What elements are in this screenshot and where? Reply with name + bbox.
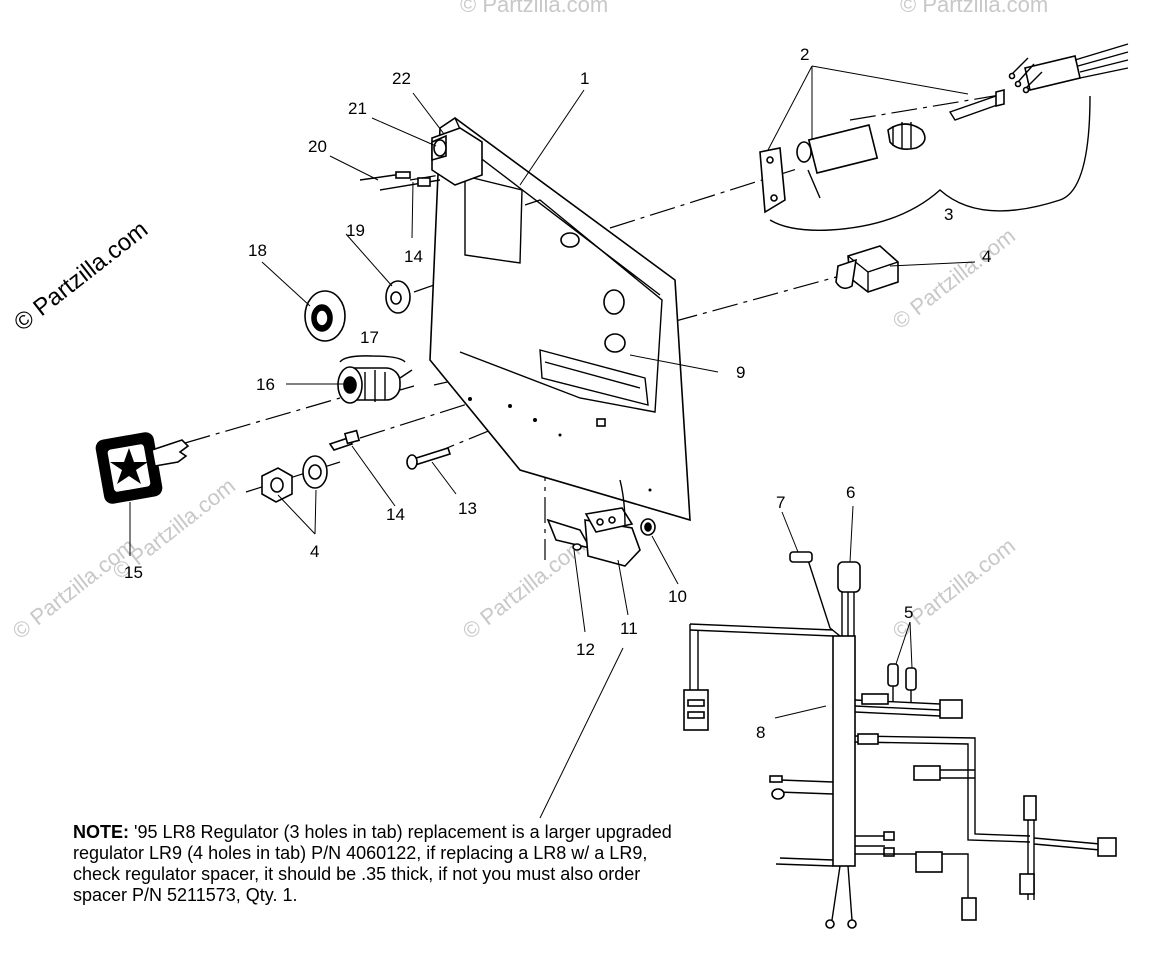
callout-9: 9 — [736, 363, 745, 382]
watermark-text: © Partzilla.com — [900, 0, 1048, 17]
callout-16: 16 — [256, 375, 275, 394]
callout-12: 12 — [576, 640, 595, 659]
leader-lines — [129, 65, 976, 819]
callout-18: 18 — [248, 241, 267, 260]
wiring-harness — [683, 551, 1117, 929]
callout-14: 14 — [386, 505, 405, 524]
callout-7: 7 — [776, 493, 785, 512]
callout-19: 19 — [346, 221, 365, 240]
callout-4: 4 — [310, 542, 319, 561]
callout-10: 10 — [668, 587, 687, 606]
lock-nut-washer — [261, 455, 328, 503]
kill-switch-assembly — [759, 43, 1129, 231]
watermark-text: © Partzilla.com — [888, 533, 1020, 644]
callout-1: 1 — [580, 69, 589, 88]
callout-17: 17 — [360, 328, 379, 347]
note-text: '95 LR8 Regulator (3 holes in tab) repla… — [73, 822, 672, 905]
callout-5: 5 — [904, 603, 913, 622]
watermark-text: © Partzilla.com — [8, 533, 140, 644]
regulator — [546, 479, 656, 567]
bracket-assembly — [359, 127, 483, 191]
toggle-switch — [835, 245, 899, 293]
watermark-text: © Partzilla.com — [458, 533, 590, 644]
watermark-main: © Partzilla.com — [9, 216, 153, 337]
callout-20: 20 — [308, 137, 327, 156]
regulator-note: NOTE: '95 LR8 Regulator (3 holes in tab)… — [73, 822, 693, 906]
callout-13: 13 — [458, 499, 477, 518]
nut-washer — [304, 280, 411, 342]
callout-11: 11 — [620, 619, 638, 638]
callout-4: 4 — [982, 247, 991, 266]
callout-numbers: 1 2 3 4 4 5 6 7 8 9 10 11 12 13 14 14 15… — [124, 45, 991, 742]
callout-22: 22 — [392, 69, 411, 88]
callout-14: 14 — [404, 247, 423, 266]
dash-panel — [429, 117, 691, 522]
note-label: NOTE: — [73, 822, 129, 842]
callout-2: 2 — [800, 45, 809, 64]
watermark-text: © Partzilla.com — [460, 0, 608, 17]
callout-8: 8 — [756, 723, 765, 742]
callout-3: 3 — [944, 205, 953, 224]
callout-15: 15 — [124, 563, 143, 582]
callout-6: 6 — [846, 483, 855, 502]
ignition-switch — [337, 355, 415, 404]
callout-21: 21 — [348, 99, 367, 118]
ignition-key — [95, 432, 190, 504]
watermark-text: © Partzilla.com — [888, 223, 1020, 334]
screws — [328, 429, 452, 470]
